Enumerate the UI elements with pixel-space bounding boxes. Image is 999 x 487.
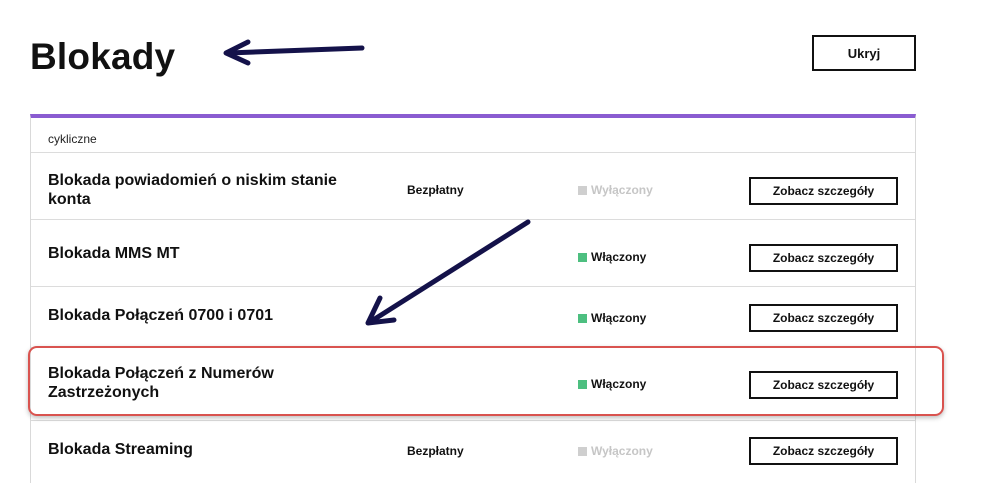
- status-badge: Włączony: [578, 377, 646, 391]
- details-button[interactable]: Zobacz szczegóły: [749, 304, 898, 332]
- row-name: Blokada Połączeń z Numerów Zastrzeżonych: [48, 365, 274, 401]
- details-button[interactable]: Zobacz szczegóły: [749, 437, 898, 465]
- status-label: Wyłączony: [591, 444, 653, 458]
- hide-button[interactable]: Ukryj: [812, 35, 916, 71]
- table-row: Blokada Połączeń z Numerów Zastrzeżonych…: [31, 347, 915, 420]
- status-square-icon: [578, 446, 587, 456]
- details-button[interactable]: Zobacz szczegóły: [749, 177, 898, 205]
- table-row: Blokada MMS MT Włączony Zobacz szczegóły: [31, 219, 915, 286]
- table-row: Blokada Połączeń 0700 i 0701 Włączony Zo…: [31, 286, 915, 347]
- blocks-panel: cykliczne Blokada powiadomień o niskim s…: [30, 114, 916, 483]
- status-label: Wyłączony: [591, 183, 653, 197]
- row-name: Blokada Streaming: [48, 441, 193, 458]
- row-name: Blokada MMS MT: [48, 245, 180, 262]
- table-row: Blokada Streaming Bezpłatny Wyłączony Zo…: [31, 420, 915, 487]
- status-square-icon: [578, 185, 587, 195]
- table-row: Blokada powiadomień o niskim stanie kont…: [31, 152, 915, 219]
- status-badge: Włączony: [578, 311, 646, 325]
- row-price: Bezpłatny: [407, 183, 464, 197]
- status-badge: Wyłączony: [578, 444, 653, 458]
- page-title: Blokady: [30, 36, 176, 77]
- status-label: Włączony: [591, 311, 647, 325]
- status-badge: Włączony: [578, 250, 646, 264]
- section-label: cykliczne: [48, 132, 97, 146]
- status-square-icon: [578, 313, 587, 323]
- arrow-icon: [223, 39, 365, 66]
- row-name: Blokada powiadomień o niskim stanie kont…: [48, 172, 337, 208]
- status-square-icon: [578, 379, 587, 389]
- status-square-icon: [578, 252, 587, 262]
- status-label: Włączony: [591, 250, 647, 264]
- details-button[interactable]: Zobacz szczegóły: [749, 371, 898, 399]
- status-label: Włączony: [591, 377, 647, 391]
- status-badge: Wyłączony: [578, 183, 653, 197]
- row-name: Blokada Połączeń 0700 i 0701: [48, 307, 274, 324]
- details-button[interactable]: Zobacz szczegóły: [749, 244, 898, 272]
- row-price: Bezpłatny: [407, 444, 464, 458]
